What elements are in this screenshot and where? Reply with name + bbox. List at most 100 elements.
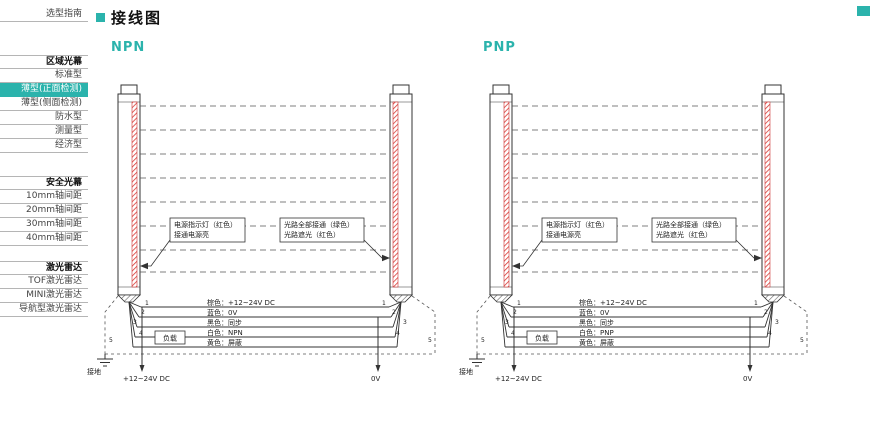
load-label: 负载 [163, 334, 177, 343]
arrow-down-icon [375, 365, 381, 372]
wire-stub [500, 301, 512, 318]
sidebar-item-40mm-pitch[interactable]: 40mm轴间距 [0, 232, 88, 246]
shield-boundary-left [476, 295, 491, 354]
pin-number: 4 [396, 330, 400, 337]
wire-label-white: 白色：PNP [579, 328, 614, 337]
arrow-down-icon [139, 365, 145, 372]
wire-stub [500, 301, 508, 338]
callout-optical-text: 光路全部接通（绿色） [656, 220, 726, 229]
callout-box [541, 217, 618, 243]
pin-number: 2 [392, 309, 396, 316]
arrow-down-icon [511, 365, 517, 372]
sidebar-item-10mm-pitch[interactable]: 10mm轴间距 [0, 190, 88, 204]
pin-number: 5 [109, 337, 113, 344]
pnp-label: PNP [483, 40, 516, 55]
npn-label: NPN [111, 40, 146, 55]
page-title-row: 接线图 [96, 7, 162, 28]
shield-boundary [104, 295, 436, 355]
shield-boundary-right [411, 295, 436, 354]
pin-number: 4 [139, 330, 143, 337]
zerov-label: 0V [371, 375, 380, 383]
light-beams [140, 105, 390, 273]
optical-status-callout [651, 217, 762, 262]
pin-number: 1 [382, 300, 386, 307]
wire-stub [394, 301, 402, 338]
sidebar-item-thin-front-detect[interactable]: 薄型(正面检测) [0, 83, 88, 97]
pin-number: 5 [800, 337, 804, 344]
npn-wiring-diagram: 电源指示灯（红色） 接通电源亮 光路全部接通（绿色） 光路遮光（红色） 棕色：+… [87, 84, 436, 383]
wire-label-blue: 蓝色：0V [207, 308, 237, 317]
sidebar-item-mini-lidar[interactable]: MINI激光雷达 [0, 289, 88, 303]
sidebar-item-30mm-pitch[interactable]: 30mm轴间距 [0, 218, 88, 232]
ground-label: 接地 [87, 367, 101, 376]
wire-stub [388, 301, 402, 308]
zerov-drop [375, 317, 381, 372]
wire-stub [392, 301, 402, 328]
sidebar-item-waterproof-type[interactable]: 防水型 [0, 111, 88, 125]
sidebar-header-safety-light-curtain: 安全光幕 [0, 176, 88, 190]
callout-power-text: 电源指示灯（红色） [174, 220, 237, 229]
power-indicator-callout [512, 217, 618, 270]
light-beams [512, 105, 762, 273]
wire-label-black: 黑色：同步 [207, 318, 242, 327]
wire-stub [760, 301, 774, 308]
ground-label: 接地 [459, 367, 473, 376]
wire-stub [396, 301, 402, 348]
sidebar-header-area-light-curtain: 区域光幕 [0, 55, 88, 69]
callout-leader [519, 239, 543, 267]
zerov-drop [747, 317, 753, 372]
sidebar-item-measurement-type[interactable]: 测量型 [0, 125, 88, 139]
tower-cap [120, 84, 138, 95]
power-drop [511, 307, 517, 372]
title-accent-square-icon [96, 13, 105, 22]
wire-label-brown: 棕色：+12~24V DC [579, 298, 647, 307]
pin-number: 4 [768, 330, 772, 337]
sidebar-item-tof-lidar[interactable]: TOF激光雷达 [0, 275, 88, 289]
pin-number: 1 [517, 300, 521, 307]
sidebar-item-20mm-pitch[interactable]: 20mm轴间距 [0, 204, 88, 218]
pin-number: 3 [505, 319, 509, 326]
arrow-left-icon [140, 262, 148, 270]
pin-number: 3 [775, 319, 779, 326]
npn-diagram-section: NPN [85, 40, 465, 390]
wire-stub [390, 301, 402, 318]
cable-connector [117, 294, 141, 303]
sidebar-item-nav-lidar[interactable]: 导航型激光雷达 [0, 303, 88, 317]
callout-optical-text: 光路遮光（红色） [656, 230, 712, 239]
power-indicator-callout [140, 217, 246, 270]
power-voltage-label: +12~24V DC [495, 375, 542, 383]
sidebar-header-lidar: 激光雷达 [0, 261, 88, 275]
callout-box [279, 217, 365, 243]
callout-leader [735, 239, 757, 259]
wire-stub [762, 301, 774, 318]
transmitter-tower [117, 84, 141, 303]
wire-stub [128, 301, 136, 338]
wire-label-brown: 棕色：+12~24V DC [207, 298, 275, 307]
sidebar: 选型指南 区域光幕 标准型 薄型(正面检测) 薄型(侧面检测) 防水型 测量型 … [0, 8, 88, 317]
pin-number: 2 [141, 309, 145, 316]
sidebar-item-economy-type[interactable]: 经济型 [0, 139, 88, 153]
arrow-right-icon [382, 254, 390, 262]
ground-symbol [97, 354, 113, 367]
sidebar-item-thin-side-detect[interactable]: 薄型(侧面检测) [0, 97, 88, 111]
pin-number: 5 [428, 337, 432, 344]
pin-number: 2 [513, 309, 517, 316]
callout-optical-text: 光路遮光（红色） [284, 230, 340, 239]
wire-stub [764, 301, 774, 328]
sidebar-item-standard-type[interactable]: 标准型 [0, 69, 88, 83]
tower-cap [392, 84, 410, 95]
load-box [526, 330, 558, 345]
power-drop [139, 307, 145, 372]
shield-boundary [476, 295, 808, 355]
page-title: 接线图 [111, 9, 163, 27]
pin-number: 2 [764, 309, 768, 316]
pin-number: 5 [481, 337, 485, 344]
sidebar-item-selection-guide[interactable]: 选型指南 [0, 8, 88, 22]
pin-number: 4 [511, 330, 515, 337]
pin-number: 3 [403, 319, 407, 326]
arrow-down-icon [747, 365, 753, 372]
emitter-window [131, 101, 138, 288]
wire-label-white: 白色：NPN [207, 328, 243, 337]
shield-boundary-left [104, 295, 119, 354]
wire-stub [128, 301, 138, 328]
